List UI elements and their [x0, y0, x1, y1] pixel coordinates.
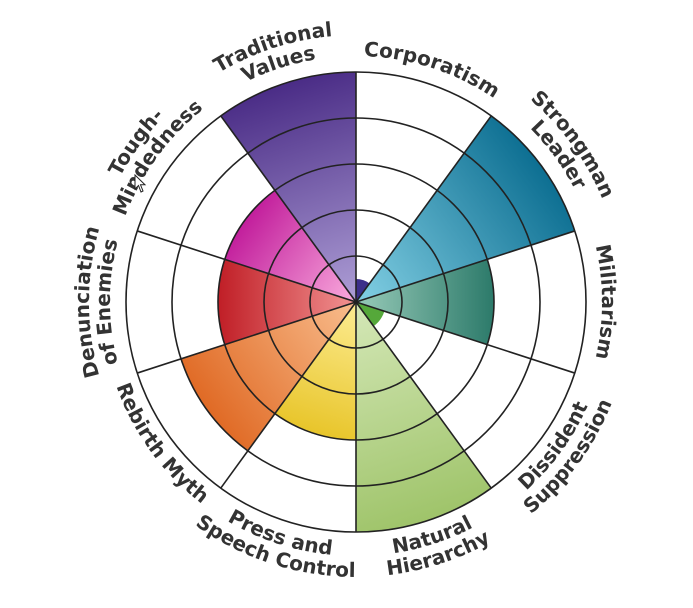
sector-militarism [356, 259, 495, 345]
sector-inner-1 [356, 302, 385, 327]
grid-spoke [220, 301, 357, 489]
grid-spoke [355, 115, 492, 303]
category-label-line: of Enemies [91, 236, 123, 367]
grid-spoke [137, 230, 357, 303]
category-label: Corporatism [363, 37, 504, 103]
sector-strongman-leader [356, 115, 575, 303]
category-label: Tough-Mindedness [103, 94, 206, 218]
category-label-line: Militarism [591, 242, 621, 361]
category-label: Militarism [591, 242, 621, 361]
sector-rebirth-myth [181, 302, 356, 451]
grid-spoke [137, 301, 357, 374]
mouse-cursor-icon [134, 174, 147, 193]
sector-tough-mindedness [224, 190, 356, 302]
grid-spoke [355, 301, 492, 489]
sector-natural-hierarchy [356, 302, 492, 532]
category-label-line: Corporatism [363, 37, 504, 103]
sector-group [181, 72, 575, 532]
sector-traditional-values [220, 72, 356, 302]
sector-denunciation-of-enemies [217, 259, 356, 345]
grid-spoke [355, 301, 575, 374]
grid-group [125, 71, 587, 533]
sector-press-and-speech-control [274, 302, 356, 440]
grid-spoke [220, 115, 357, 303]
grid-spoke [355, 230, 575, 303]
